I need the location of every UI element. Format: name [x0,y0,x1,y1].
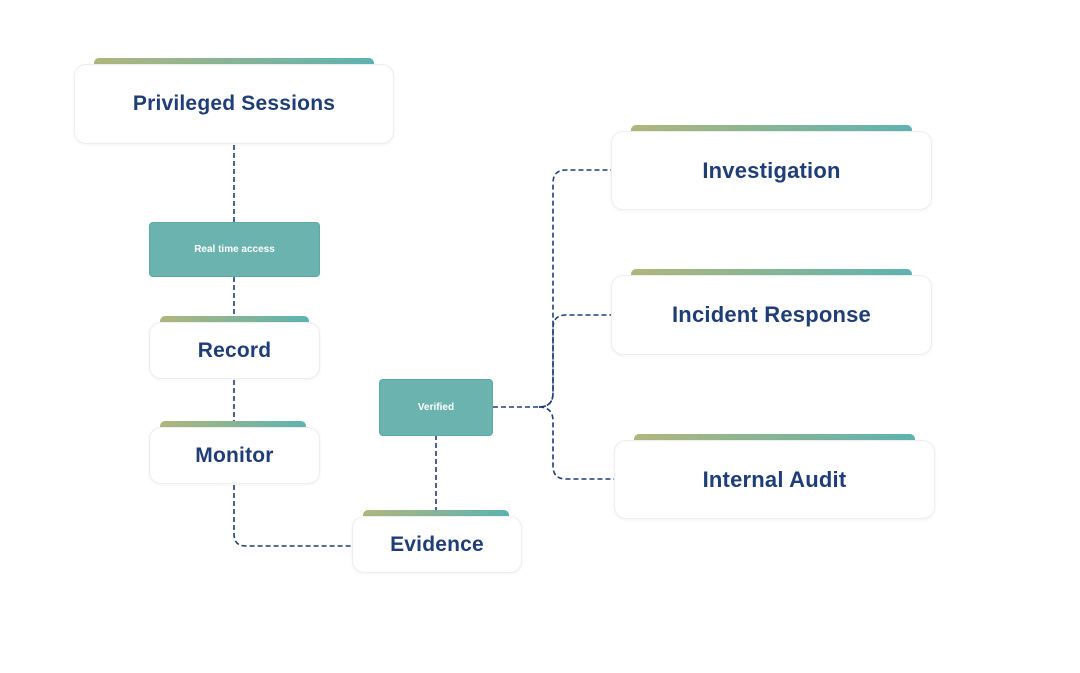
privileged-sessions-label: Privileged Sessions [132,92,336,115]
privileged-sessions-accent-bar [94,58,374,68]
privileged-sessions-card: Privileged Sessions [74,64,394,144]
record-label: Record [197,338,272,362]
connector-verified-to-internal-audit [538,406,615,480]
internal-audit-card: Internal Audit [614,440,935,519]
connector-monitor-to-evidence [233,485,352,547]
monitor-card: Monitor [149,427,320,484]
investigation-accent-bar [631,125,912,135]
monitor-node: Monitor [149,421,320,484]
investigation-label: Investigation [702,157,841,183]
record-node: Record [149,316,320,379]
record-card: Record [149,322,320,379]
monitor-label: Monitor [195,443,274,467]
record-accent-bar [160,316,309,326]
monitor-accent-bar [160,421,306,431]
evidence-label: Evidence [390,532,484,556]
internal-audit-label: Internal Audit [702,466,847,492]
evidence-card: Evidence [352,516,522,573]
incident-response-node: Incident Response [611,269,932,355]
incident-response-card: Incident Response [611,275,932,355]
evidence-accent-bar [363,510,509,520]
internal-audit-node: Internal Audit [614,434,935,519]
incident-response-label: Incident Response [672,302,871,327]
verified-label: Verified [417,402,455,413]
verified-badge: Verified [379,379,493,436]
internal-audit-accent-bar [634,434,915,444]
real-time-access-badge: Real time access [149,222,320,277]
investigation-node: Investigation [611,125,932,210]
connector-verified-to-incident-response [538,314,612,408]
connector-verified-to-investigation [493,169,612,408]
real-time-access-label: Real time access [194,244,275,255]
evidence-node: Evidence [352,510,522,573]
incident-response-accent-bar [631,269,912,279]
privileged-sessions-node: Privileged Sessions [74,58,394,144]
investigation-card: Investigation [611,131,932,210]
